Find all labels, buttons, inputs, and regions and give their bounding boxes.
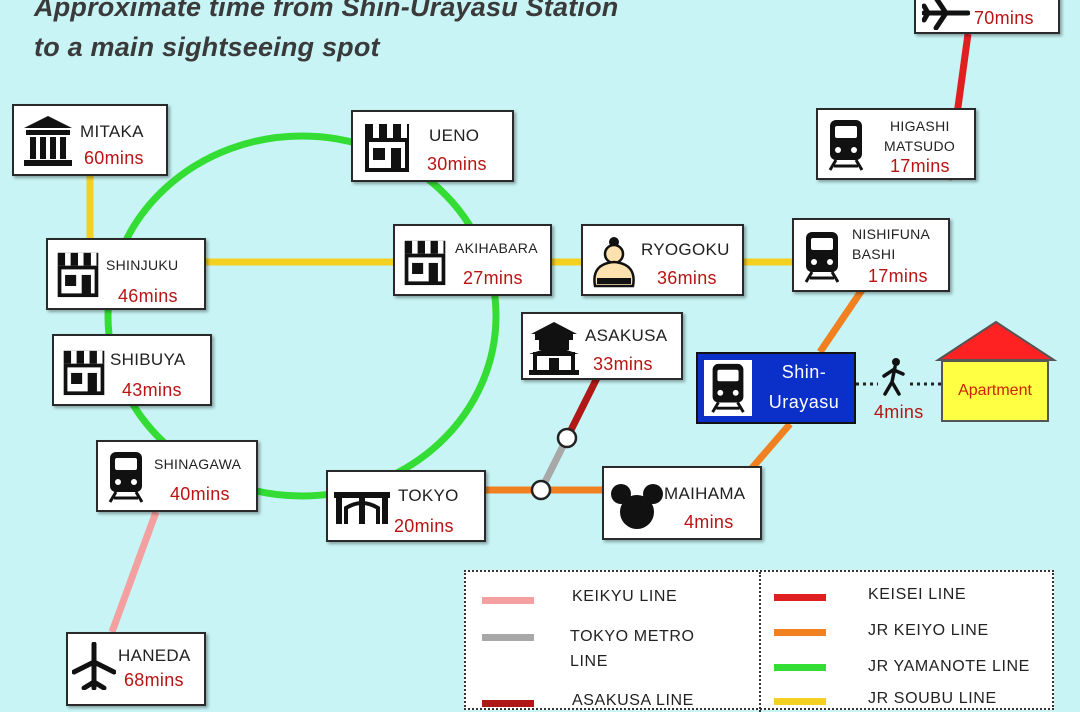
station-card-shinjuku[interactable]: SHINJUKU 46mins bbox=[46, 238, 206, 310]
train-icon bbox=[828, 120, 864, 171]
temple-icon bbox=[529, 322, 579, 375]
station-card-shin-urayasu[interactable]: Shin- Urayasu bbox=[696, 352, 856, 424]
airplane-icon bbox=[72, 642, 116, 690]
shop-icon bbox=[365, 124, 409, 172]
travel-time: 70mins bbox=[974, 8, 1034, 28]
transfer-point-tokyo bbox=[530, 479, 552, 501]
station-name-line-2: Urayasu bbox=[768, 392, 840, 412]
shop-icon bbox=[404, 240, 446, 286]
station-card-asakusa[interactable]: ASAKUSA 33mins bbox=[521, 312, 683, 380]
legend-swatch-keikyu bbox=[482, 597, 534, 604]
yamanote-line bbox=[104, 132, 500, 500]
airplane-icon bbox=[922, 0, 970, 30]
line-legend: KEIKYU LINE TOKYO METRO LINE ASAKUSA LIN… bbox=[464, 570, 1054, 712]
legend-swatch-tokyo-metro bbox=[482, 634, 534, 641]
keiyo-line-maihama-shin-urayasu bbox=[749, 421, 793, 471]
asakusa-line bbox=[563, 374, 602, 440]
station-name: AKIHABARA bbox=[455, 240, 538, 256]
station-card-narita[interactable]: 70mins bbox=[914, 0, 1060, 34]
shop-icon bbox=[63, 350, 105, 396]
station-name: SHIBUYA bbox=[110, 350, 186, 369]
transfer-point-asakusa bbox=[556, 427, 578, 449]
travel-time: 33mins bbox=[593, 354, 653, 374]
travel-time: 27mins bbox=[463, 268, 523, 288]
shop-icon bbox=[57, 252, 99, 298]
map-title-line-1: Approximate time from Shin-Urayasu Stati… bbox=[34, 0, 619, 22]
legend-label-jr-soubu: JR SOUBU LINE bbox=[868, 690, 997, 707]
train-icon bbox=[711, 363, 745, 413]
station-gate-icon bbox=[334, 492, 390, 524]
legend-label-tokyo-metro-line-2: LINE bbox=[570, 653, 608, 670]
station-name: MAIHAMA bbox=[664, 484, 746, 503]
station-name: SHINAGAWA bbox=[154, 456, 242, 472]
keiyo-line-shin-urayasu-nishifunabashi bbox=[817, 288, 865, 354]
train-icon-background bbox=[704, 360, 752, 416]
travel-time: 30mins bbox=[427, 154, 487, 174]
walk-time: 4mins bbox=[874, 402, 924, 422]
apartment-label[interactable]: Apartment bbox=[941, 360, 1049, 422]
travel-time: 40mins bbox=[170, 484, 230, 504]
travel-time: 36mins bbox=[657, 268, 717, 288]
travel-time: 20mins bbox=[394, 516, 454, 536]
station-card-akihabara[interactable]: AKIHABARA 27mins bbox=[393, 224, 552, 296]
legend-swatch-keisei bbox=[774, 594, 826, 601]
station-card-ryogoku[interactable]: RYOGOKU 36mins bbox=[581, 224, 744, 296]
station-name-line-1: HIGASHI bbox=[890, 118, 950, 134]
legend-label-asakusa: ASAKUSA LINE bbox=[572, 692, 694, 709]
travel-time: 4mins bbox=[684, 512, 734, 532]
station-name-line-2: BASHI bbox=[852, 246, 896, 262]
station-name: HANEDA bbox=[118, 646, 191, 665]
station-name: MITAKA bbox=[80, 122, 144, 141]
station-name: RYOGOKU bbox=[641, 240, 730, 259]
house-icon bbox=[934, 320, 1058, 361]
station-name: TOKYO bbox=[398, 486, 459, 505]
travel-time: 68mins bbox=[124, 670, 184, 690]
station-card-ueno[interactable]: UENO 30mins bbox=[351, 110, 514, 182]
legend-swatch-asakusa bbox=[482, 700, 534, 707]
travel-time: 17mins bbox=[868, 266, 928, 286]
travel-time: 17mins bbox=[890, 156, 950, 176]
station-name-line-1: NISHIFUNA bbox=[852, 226, 931, 242]
sumo-wrestler-icon bbox=[593, 237, 635, 288]
train-icon bbox=[804, 232, 840, 283]
legend-swatch-jr-keiyo bbox=[774, 629, 826, 636]
legend-label-tokyo-metro-line-1: TOKYO METRO bbox=[570, 628, 695, 645]
walking-person-icon bbox=[882, 358, 905, 396]
legend-swatch-jr-yamanote bbox=[774, 664, 826, 671]
station-card-haneda[interactable]: HANEDA 68mins bbox=[66, 632, 206, 706]
map-title-line-2: to a main sightseeing spot bbox=[34, 32, 380, 62]
travel-time: 60mins bbox=[84, 148, 144, 168]
station-name: SHINJUKU bbox=[106, 257, 179, 273]
museum-icon bbox=[24, 116, 72, 166]
legend-label-keisei: KEISEI LINE bbox=[868, 586, 967, 603]
station-name-line-2: MATSUDO bbox=[884, 138, 956, 154]
legend-label-jr-yamanote: JR YAMANOTE LINE bbox=[868, 658, 1030, 675]
station-name-line-1: Shin- bbox=[781, 362, 827, 382]
legend-divider bbox=[759, 572, 761, 712]
travel-time: 43mins bbox=[122, 380, 182, 400]
station-name: UENO bbox=[429, 126, 480, 145]
train-icon bbox=[108, 452, 144, 503]
station-card-mitaka[interactable]: MITAKA 60mins bbox=[12, 104, 168, 176]
station-card-tokyo[interactable]: TOKYO 20mins bbox=[326, 470, 486, 542]
station-card-higashi-matsudo[interactable]: HIGASHI MATSUDO 17mins bbox=[816, 108, 976, 180]
legend-swatch-jr-soubu bbox=[774, 698, 826, 705]
station-card-nishifunabashi[interactable]: NISHIFUNA BASHI 17mins bbox=[792, 218, 950, 292]
station-name: ASAKUSA bbox=[585, 326, 668, 345]
station-card-shibuya[interactable]: SHIBUYA 43mins bbox=[52, 334, 212, 406]
mouse-ears-icon bbox=[611, 484, 663, 529]
keikyu-line bbox=[108, 510, 160, 634]
legend-label-jr-keiyo: JR KEIYO LINE bbox=[868, 622, 989, 639]
station-card-shinagawa[interactable]: SHINAGAWA 40mins bbox=[96, 440, 258, 512]
station-card-maihama[interactable]: MAIHAMA 4mins bbox=[602, 466, 762, 540]
legend-label-keikyu: KEIKYU LINE bbox=[572, 588, 678, 605]
travel-time: 46mins bbox=[118, 286, 178, 306]
